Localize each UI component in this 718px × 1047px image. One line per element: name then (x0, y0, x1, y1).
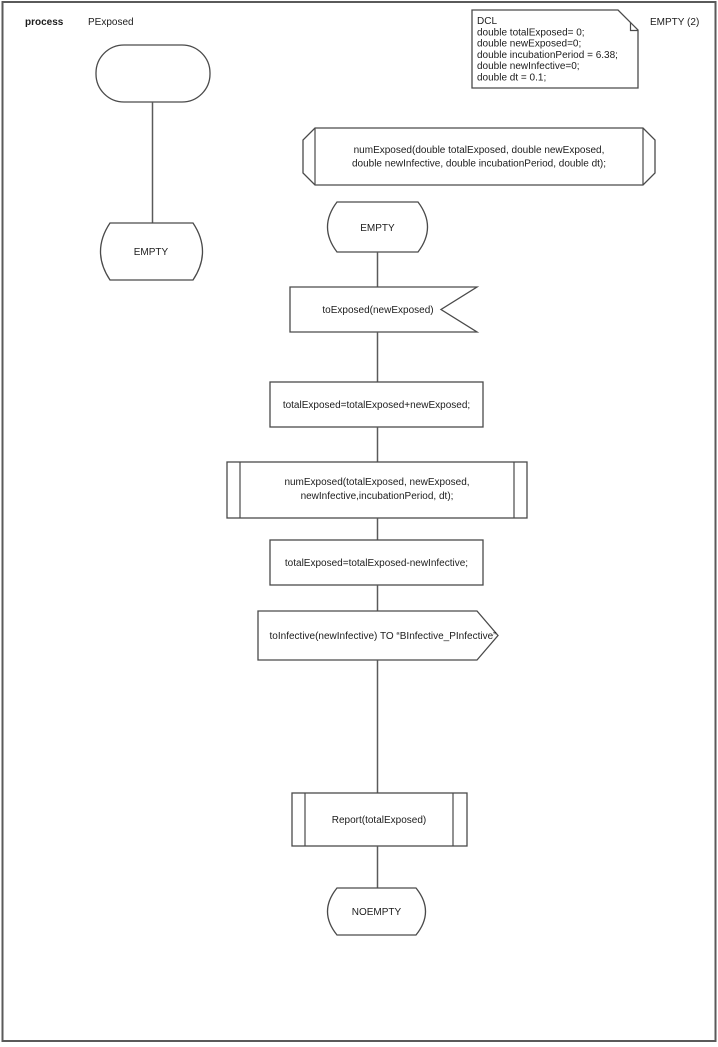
state-label: EMPTY (134, 247, 169, 258)
procedure-declaration-shape (302, 127, 656, 186)
dcl-line: double totalExposed= 0; (477, 27, 585, 38)
state-empty-mid-shape (326, 201, 429, 253)
state-empty-left-shape (99, 222, 204, 281)
input-signal-toExposed: toExposed(newExposed) (289, 286, 480, 333)
state-label: EMPTY (360, 223, 395, 234)
task-add-shape (269, 381, 484, 428)
dcl-note-fold-icon (629, 22, 638, 32)
procedure-call-report: Report(totalExposed) (291, 792, 468, 847)
output-signal-label: toInfective(newInfective) TO “BInfective… (270, 631, 497, 642)
task-add-exposed: totalExposed=totalExposed+newExposed; (269, 381, 484, 428)
state-label: NOEMPTY (352, 907, 402, 918)
process-name-label: PExposed (88, 17, 134, 28)
start-symbol (95, 44, 211, 103)
output-signal-toInfective: toInfective(newInfective) TO “BInfective… (257, 610, 499, 661)
procedure-call-numExposed: numExposed(totalExposed, newExposed, new… (226, 461, 528, 519)
dcl-line: double newInfective=0; (477, 61, 580, 72)
process-kind-label: process (25, 17, 64, 28)
state-noempty-shape (326, 887, 427, 936)
state-empty-mid: EMPTY (326, 201, 429, 253)
input-signal-label: toExposed(newExposed) (322, 305, 433, 316)
dcl-line: double newExposed=0; (477, 39, 581, 50)
task-subtract-shape (269, 539, 484, 586)
procedure-declaration-text: numExposed(double totalExposed, double n… (354, 145, 605, 156)
page-corner-label: EMPTY (2) (650, 17, 699, 28)
procedure-call-shape (291, 792, 468, 847)
procedure-declaration-text: double newInfective, double incubationPe… (352, 159, 606, 170)
state-empty-left: EMPTY (99, 222, 204, 281)
task-add-label: totalExposed=totalExposed+newExposed; (283, 400, 470, 411)
procedure-call-text: numExposed(totalExposed, newExposed, (284, 477, 469, 488)
procedure-declaration: numExposed(double totalExposed, double n… (302, 127, 656, 186)
dcl-note-shape (471, 9, 639, 89)
procedure-call-text: newInfective,incubationPeriod, dt); (301, 491, 454, 502)
input-signal-shape (289, 286, 480, 333)
state-noempty: NOEMPTY (326, 887, 427, 936)
dcl-line: double dt = 0.1; (477, 73, 546, 84)
dcl-line: double incubationPeriod = 6.38; (477, 50, 618, 61)
dcl-note: DCL double totalExposed= 0; double newEx… (471, 9, 639, 89)
output-signal-shape (257, 610, 499, 661)
task-subtract-label: totalExposed=totalExposed-newInfective; (285, 558, 468, 569)
procedure-call-shape (226, 461, 528, 519)
task-subtract-infective: totalExposed=totalExposed-newInfective; (269, 539, 484, 586)
procedure-call-text: Report(totalExposed) (332, 815, 427, 826)
dcl-line: DCL (477, 16, 497, 27)
